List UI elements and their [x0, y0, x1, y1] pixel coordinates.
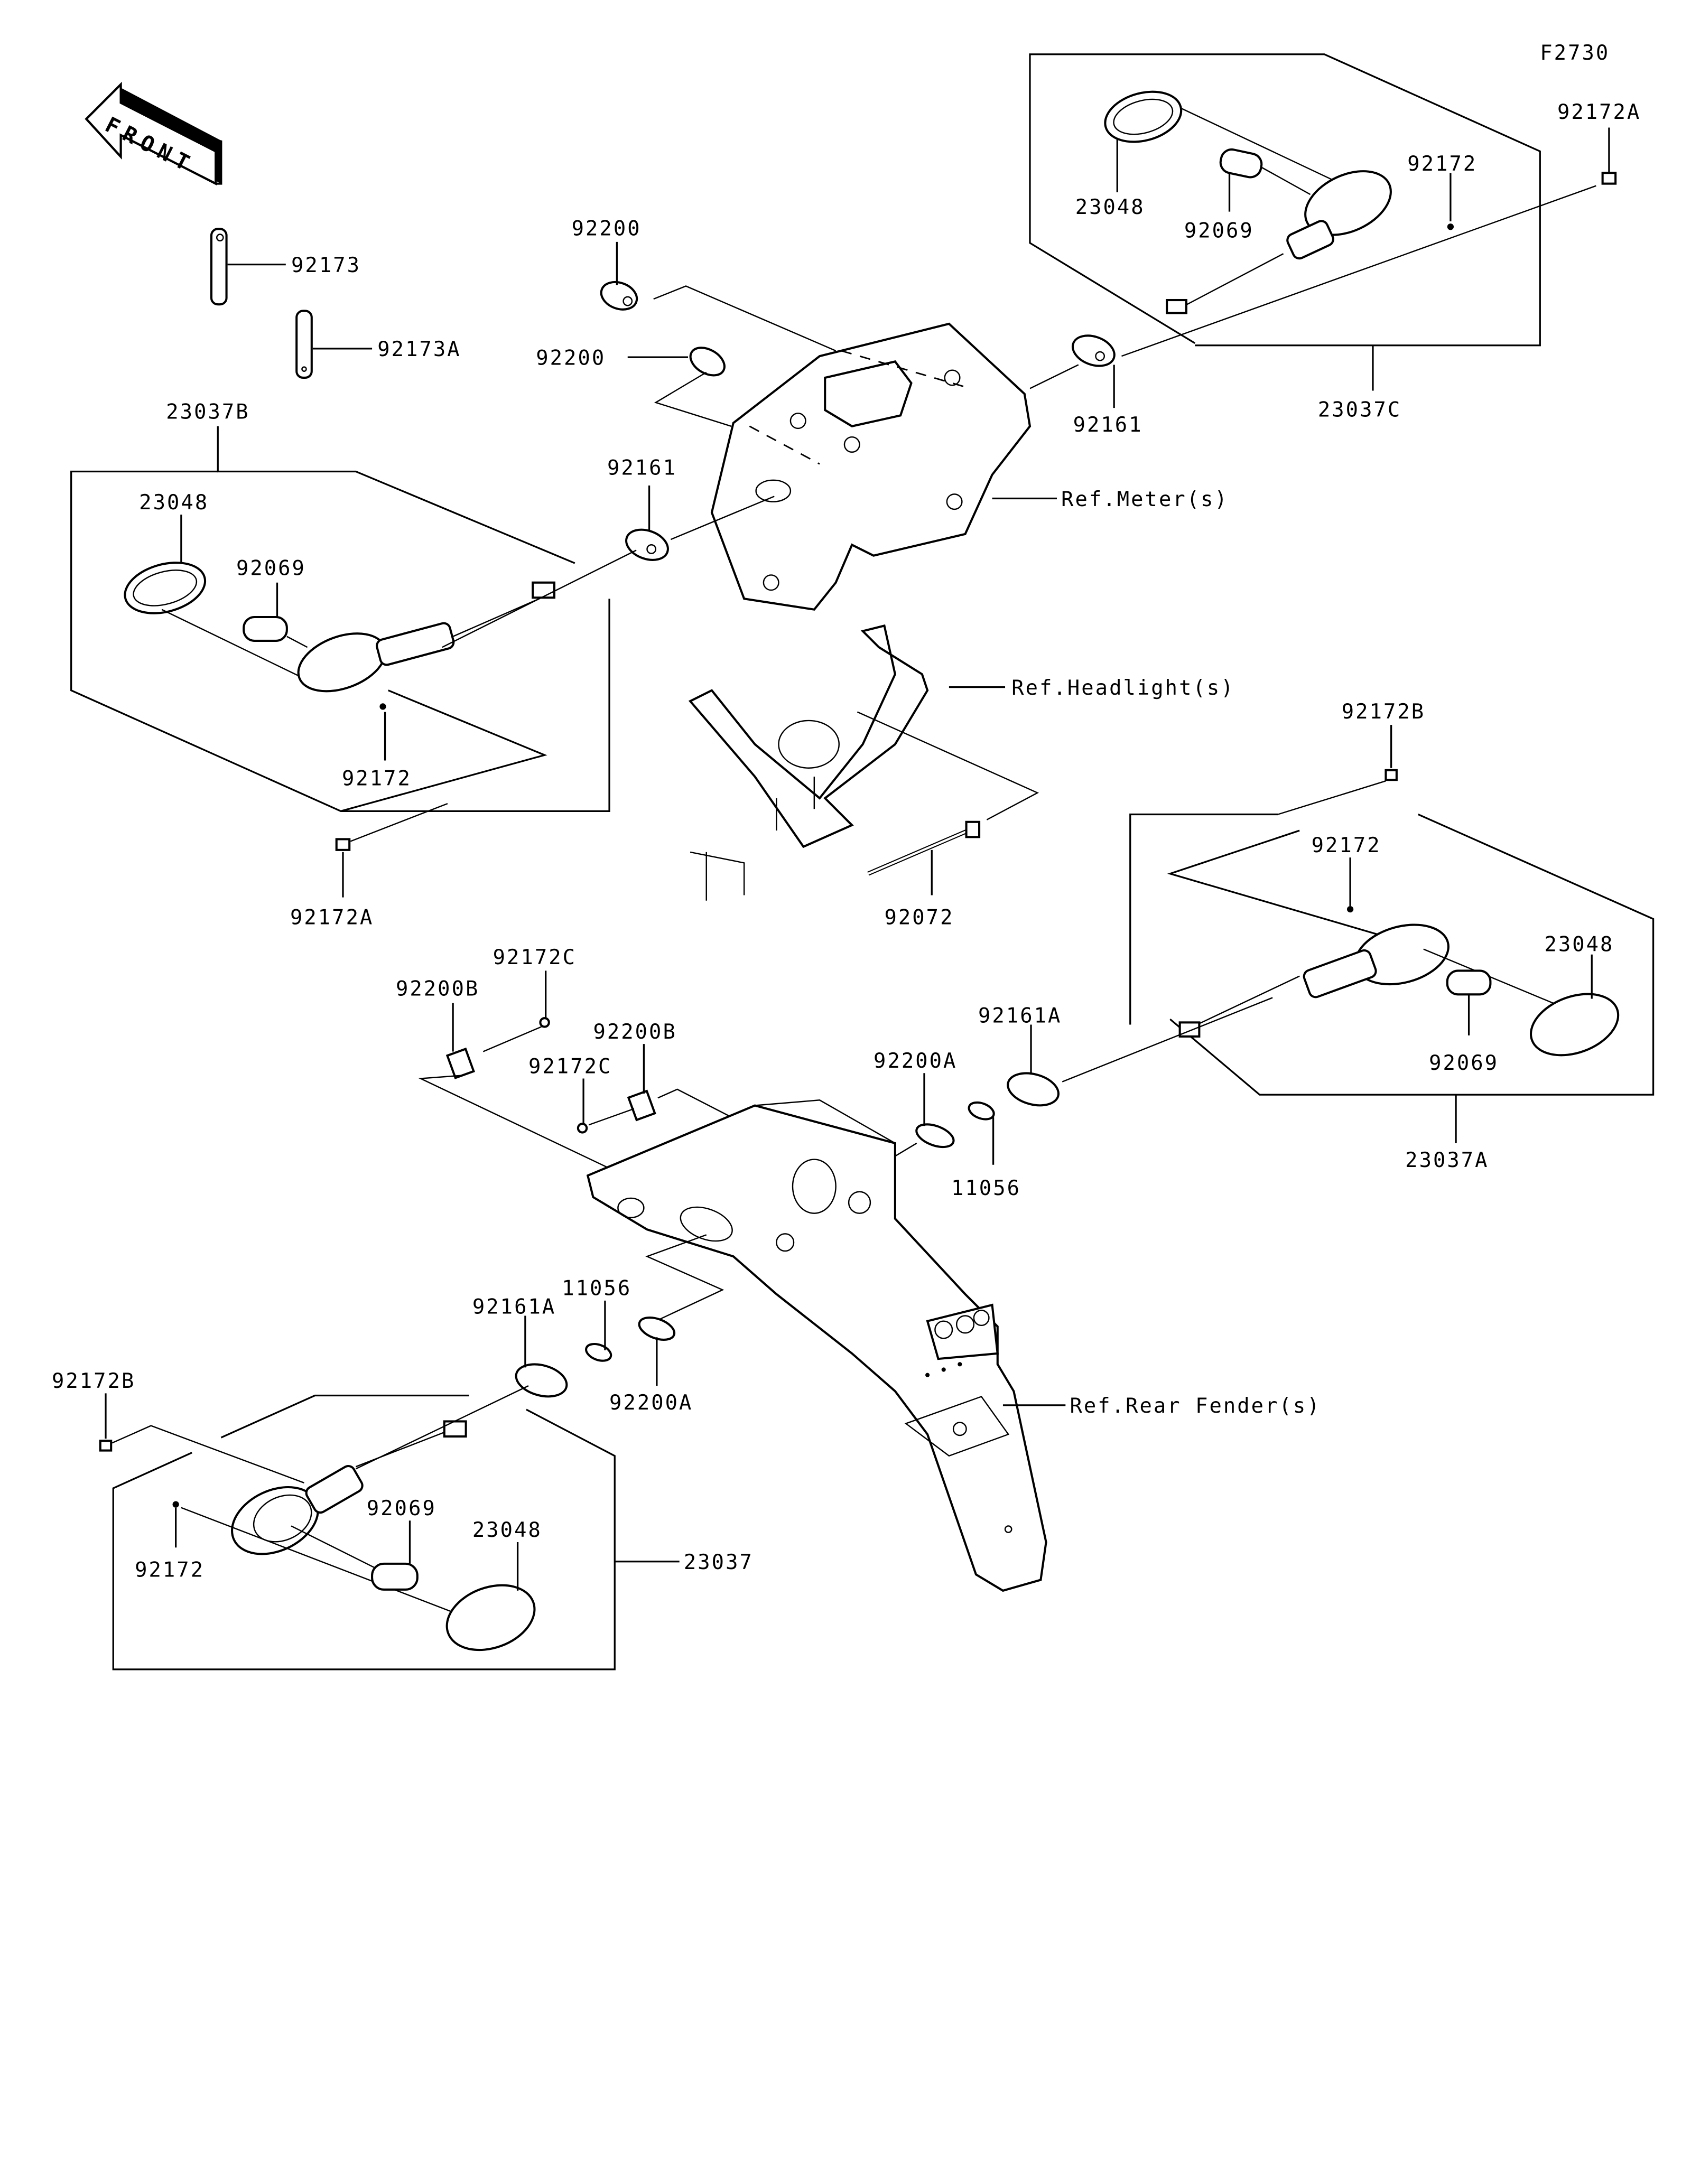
clip-11056-left: [585, 1342, 612, 1362]
callout-23048-right[interactable]: 23048: [1544, 933, 1614, 957]
callout-92069-left[interactable]: 92069: [236, 556, 306, 580]
strap-92173: [210, 228, 228, 306]
callout-92161a-right[interactable]: 92161A: [978, 1004, 1062, 1028]
headlight-bracket: [688, 624, 929, 901]
meter-bracket: [710, 322, 1032, 611]
front-arrow-icon: FRONT: [85, 81, 222, 185]
callout-92069-bottom-left[interactable]: 92069: [367, 1497, 436, 1520]
lens-23048-bottom-left: [445, 1584, 536, 1651]
lens-23048-right: [1529, 993, 1620, 1057]
clip-92200b-left: [445, 1047, 475, 1079]
ref-meter-note[interactable]: Ref.Meter(s): [1061, 488, 1229, 511]
callout-11056-left[interactable]: 11056: [562, 1277, 631, 1301]
callout-92172c-left[interactable]: 92172C: [493, 946, 577, 969]
callout-23048-left[interactable]: 23048: [139, 491, 209, 515]
bushing-92200-mid: [689, 347, 726, 377]
strap-92173a: [295, 310, 313, 379]
figure-code: F2730: [1540, 41, 1610, 65]
callout-23048-top-right[interactable]: 23048: [1075, 195, 1145, 219]
callout-92161a-left[interactable]: 92161A: [472, 1295, 556, 1319]
turn-signal-housing-left: [297, 581, 556, 693]
grommet-92161a-left: [515, 1363, 568, 1398]
clip-11056-right: [968, 1101, 995, 1121]
callout-11056-right[interactable]: 11056: [951, 1177, 1021, 1200]
callout-23037a[interactable]: 23037A: [1405, 1149, 1489, 1172]
callout-92172-top-right[interactable]: 92172: [1407, 152, 1477, 176]
grommet-92161-left: [625, 528, 669, 561]
callout-92172a-top-right[interactable]: 92172A: [1557, 100, 1641, 124]
bulb-92069-left: [243, 615, 288, 642]
bulb-92069-top-right: [1219, 148, 1263, 179]
callout-92200a-right[interactable]: 92200A: [874, 1049, 957, 1073]
callout-92200-mid[interactable]: 92200: [536, 346, 606, 370]
callout-92173a[interactable]: 92173A: [377, 338, 461, 361]
callout-92072[interactable]: 92072: [884, 906, 954, 930]
callout-92200b-mid[interactable]: 92200B: [593, 1020, 676, 1044]
callout-92172-bottom-left[interactable]: 92172: [135, 1558, 205, 1582]
callout-23037c[interactable]: 23037C: [1318, 398, 1401, 422]
callout-92172a-left[interactable]: 92172A: [290, 906, 374, 930]
ref-rear-fender-note[interactable]: Ref.Rear Fender(s): [1070, 1394, 1321, 1418]
callout-92200-top[interactable]: 92200: [572, 217, 642, 241]
callout-92172b-left[interactable]: 92172B: [52, 1369, 135, 1393]
callout-92172-left[interactable]: 92172: [342, 767, 412, 790]
grommet-92161a-right: [1007, 1072, 1060, 1107]
callout-92172c-mid[interactable]: 92172C: [528, 1054, 612, 1078]
callout-92069-top-right[interactable]: 92069: [1184, 219, 1254, 243]
callout-92172b-right[interactable]: 92172B: [1342, 700, 1425, 724]
lens-23048-top-right: [1104, 90, 1183, 143]
grommet-92161-right: [1071, 334, 1116, 367]
turn-signal-housing-bottom-left: [231, 1420, 467, 1555]
ref-headlight-note[interactable]: Ref.Headlight(s): [1011, 676, 1234, 700]
callout-92173[interactable]: 92173: [291, 254, 361, 277]
plate-92200a-right: [915, 1123, 955, 1149]
clip-92200b-mid: [627, 1089, 656, 1122]
callout-23048-bottom-left[interactable]: 23048: [472, 1518, 542, 1542]
bulb-92069-bottom-left: [371, 1562, 419, 1591]
callout-23037b[interactable]: 23037B: [166, 400, 249, 424]
callout-92200a-left[interactable]: 92200A: [609, 1391, 693, 1415]
cable-tie-92072: [867, 820, 981, 876]
callout-92069-right[interactable]: 92069: [1429, 1051, 1499, 1075]
callout-23037[interactable]: 23037: [684, 1551, 754, 1574]
callout-92172-right[interactable]: 92172: [1312, 834, 1381, 857]
callout-92161-left[interactable]: 92161: [607, 456, 677, 480]
lens-23048-left: [124, 562, 207, 614]
turn-signal-housing-top-right: [1166, 170, 1392, 314]
bulb-92069-right: [1446, 969, 1492, 996]
turn-signal-housing-right: [1178, 923, 1450, 1038]
callout-92200b-left[interactable]: 92200B: [396, 977, 479, 1001]
plate-92200a-left: [638, 1316, 676, 1341]
bushing-92200-top: [600, 281, 638, 311]
rear-fender: [586, 1099, 1047, 1592]
callout-92161-right[interactable]: 92161: [1073, 413, 1143, 437]
